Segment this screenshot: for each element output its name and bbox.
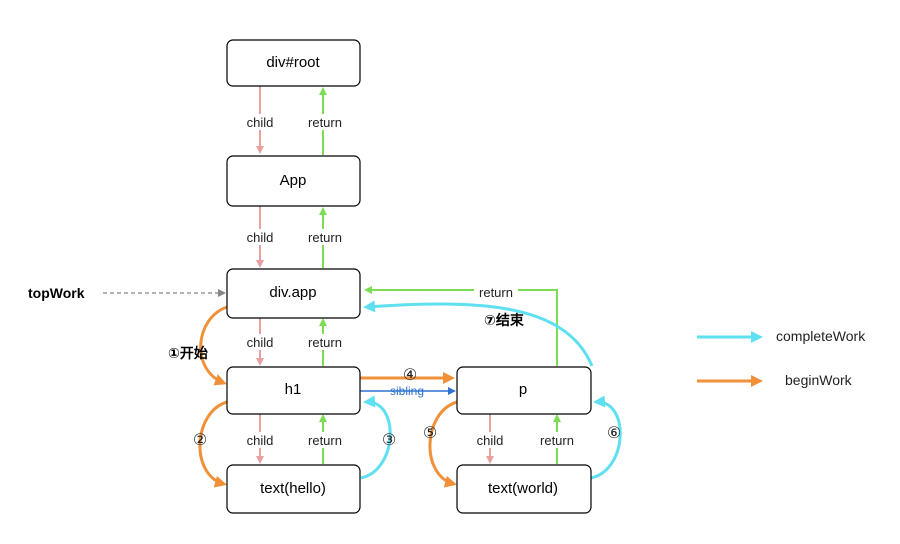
step-7-end: ⑦结束 [484, 312, 525, 328]
legend-complete-label: completeWork [776, 328, 866, 344]
label-return-3: return [308, 335, 342, 350]
node-p-label: p [519, 381, 527, 398]
complete-arc-3 [360, 395, 392, 480]
label-return-2: return [308, 230, 342, 245]
legend: completeWork beginWork [697, 328, 866, 388]
edge-p-divapp-return [364, 286, 558, 366]
label-return-4: return [308, 433, 342, 448]
label-return-1: return [308, 115, 342, 130]
completework-arcs [360, 300, 622, 480]
step-2: ② [193, 430, 207, 449]
begin-arc-1 [199, 305, 228, 386]
node-text-hello: text(hello) [226, 464, 361, 514]
begin-arc-5 [428, 400, 458, 488]
node-div-app: div.app [226, 268, 361, 319]
beginwork-arcs [198, 305, 458, 488]
step-4: ④ [403, 365, 417, 384]
node-text-world: text(world) [456, 464, 592, 514]
label-topwork: topWork [28, 285, 85, 301]
label-child-3: child [247, 335, 274, 350]
label-sibling: sibling [390, 384, 424, 398]
begin-arc-2 [198, 400, 228, 488]
node-div-root: div#root [226, 39, 361, 87]
complete-arc-7 [363, 300, 594, 367]
node-h1-label: h1 [285, 381, 302, 398]
node-div-root-label: div#root [266, 54, 320, 71]
node-text-hello-label: text(hello) [260, 480, 326, 497]
label-child-4: child [247, 433, 274, 448]
label-child-2: child [247, 230, 274, 245]
node-text-world-label: text(world) [488, 480, 558, 497]
label-return-5: return [540, 433, 574, 448]
node-app: App [226, 155, 361, 207]
label-child-1: child [247, 115, 274, 130]
step-6: ⑥ [607, 423, 621, 442]
step-markers: topWork ①开始 ② ③ ④ ⑤ ⑥ ⑦结束 [28, 285, 621, 449]
step-1-start: ①开始 [168, 345, 208, 361]
step-5: ⑤ [423, 423, 437, 442]
step-3: ③ [382, 430, 396, 449]
node-h1: h1 [226, 366, 361, 415]
edge-labels: child return child return child return c… [242, 114, 579, 448]
node-p: p [456, 366, 592, 415]
node-app-label: App [280, 172, 307, 189]
legend-begin-label: beginWork [785, 372, 853, 388]
label-child-5: child [477, 433, 504, 448]
node-div-app-label: div.app [269, 284, 316, 301]
label-return-6: return [479, 285, 513, 300]
complete-arc-6 [590, 395, 622, 480]
